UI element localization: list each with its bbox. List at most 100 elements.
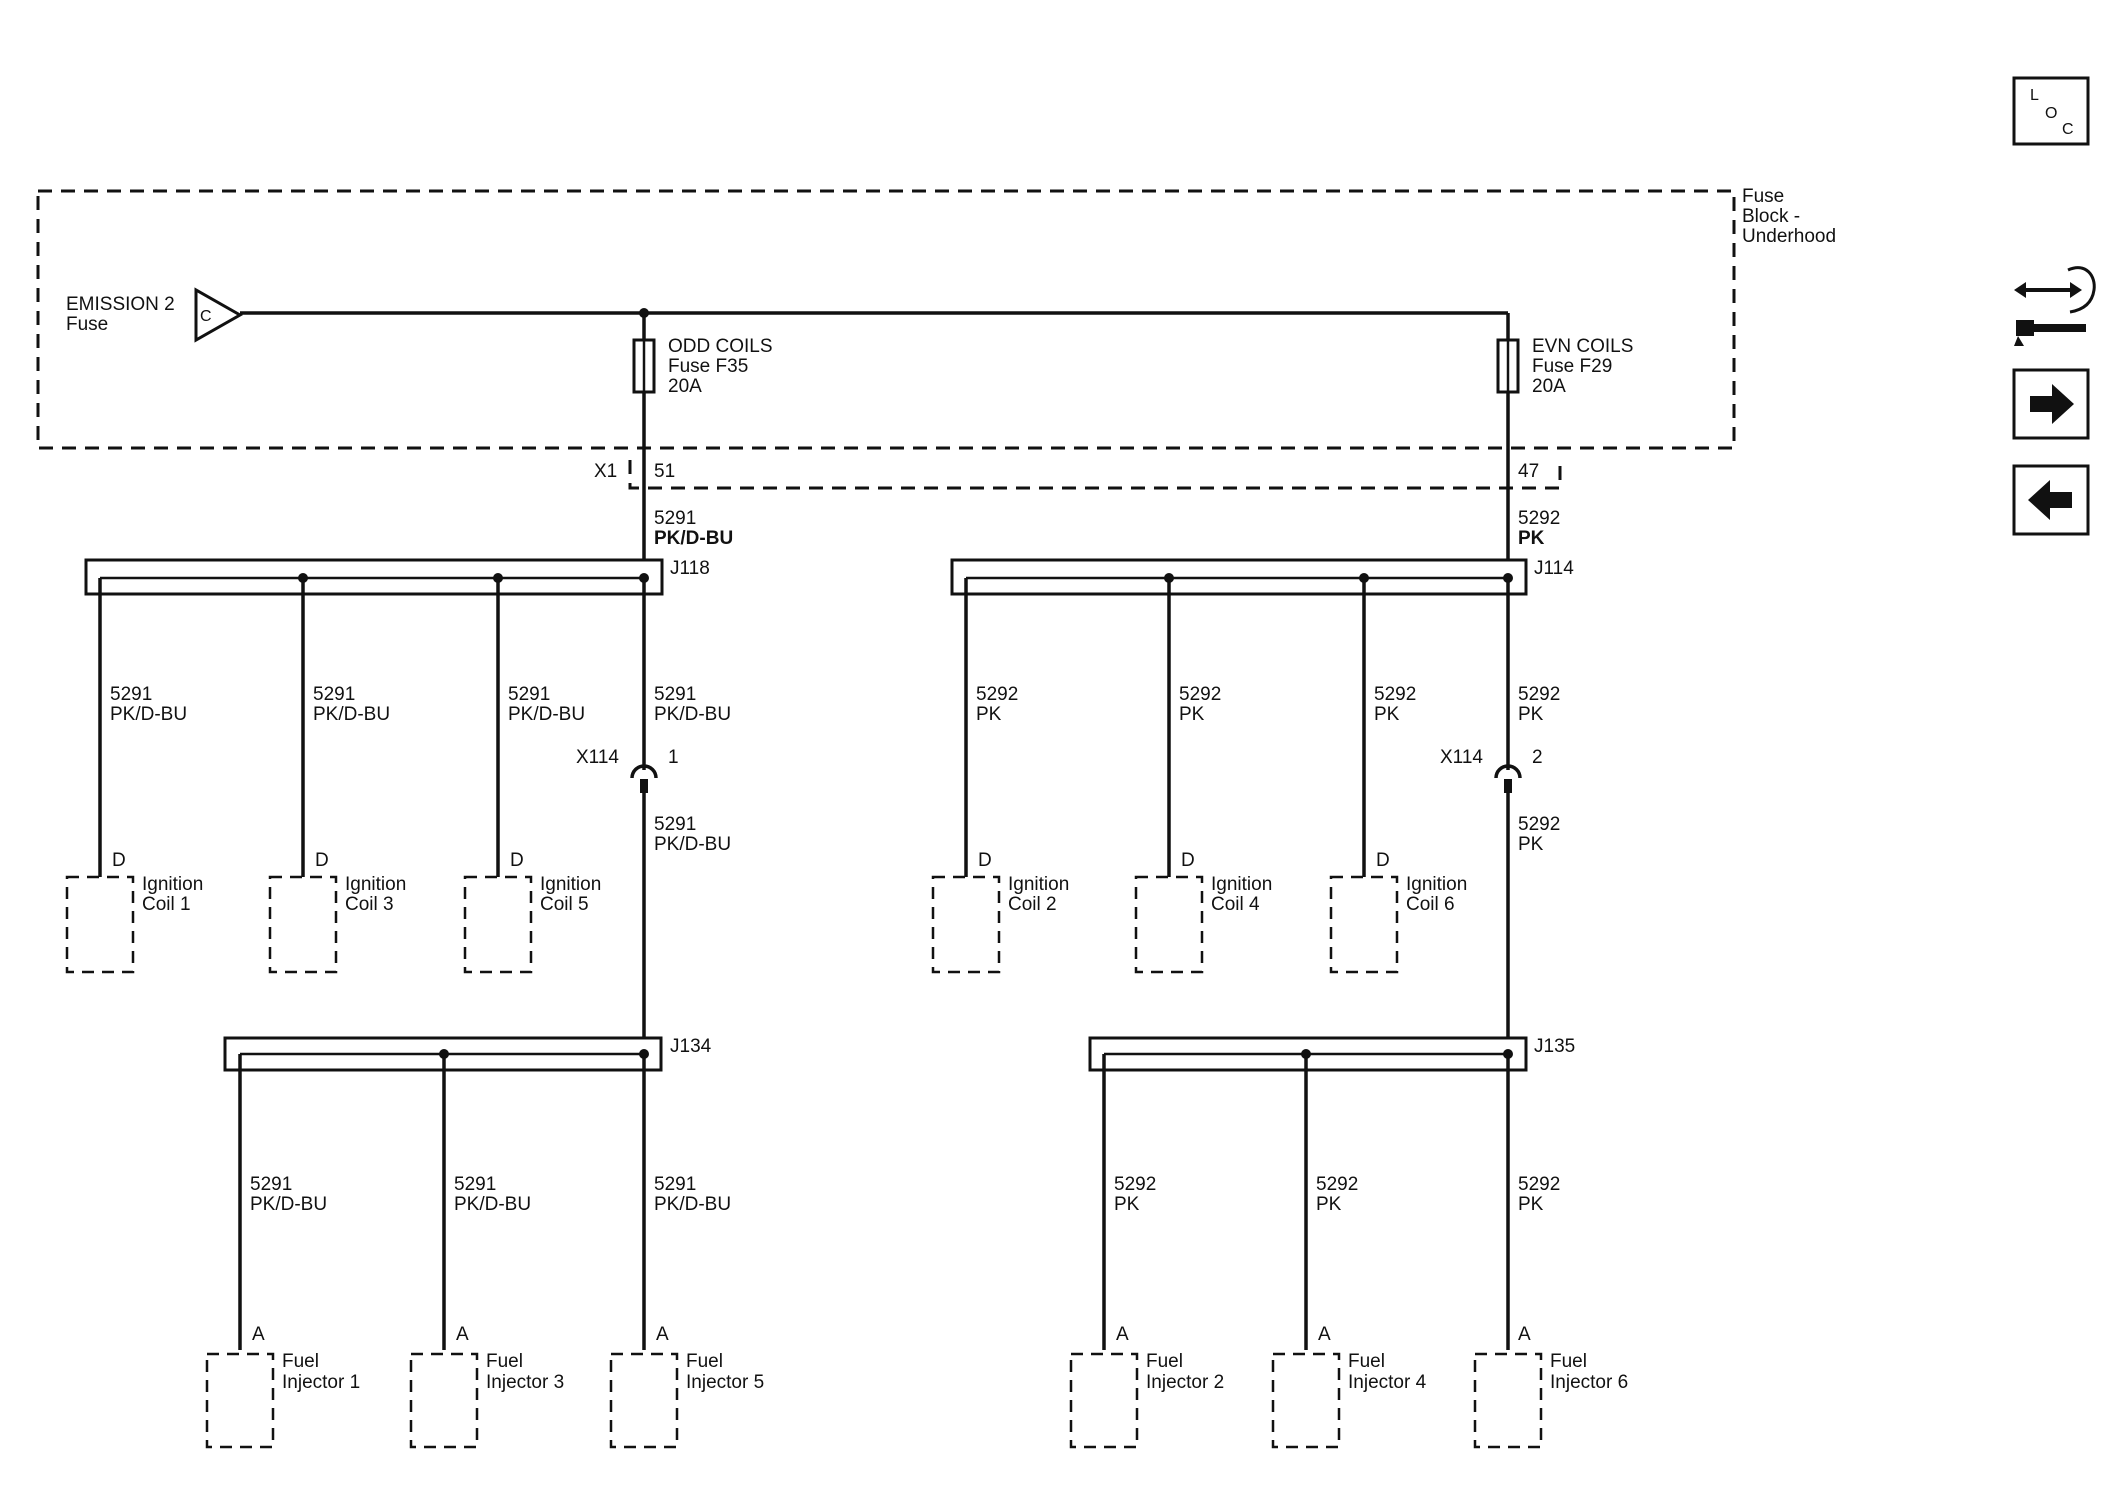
svg-text:5292: 5292 <box>1374 684 1416 705</box>
svg-text:Ignition: Ignition <box>345 874 406 895</box>
svg-text:L: L <box>2030 87 2039 104</box>
ignition-coil-1: D Ignition Coil 1 <box>65 850 203 974</box>
fuel-injector-2: A Fuel Injector 2 <box>1069 1324 1224 1449</box>
svg-text:Injector 6: Injector 6 <box>1550 1372 1628 1393</box>
svg-text:D: D <box>1376 850 1390 871</box>
x1-connector-outline <box>628 460 1562 490</box>
splice-j134-label: J134 <box>670 1036 712 1057</box>
emission-fuse-label: EMISSION 2 <box>66 294 175 315</box>
svg-text:A: A <box>1116 1324 1129 1345</box>
svg-text:5292: 5292 <box>1179 684 1221 705</box>
svg-text:Injector 3: Injector 3 <box>486 1372 564 1393</box>
fuel-injector-1: A Fuel Injector 1 <box>205 1324 360 1449</box>
svg-text:Coil 1: Coil 1 <box>142 894 191 915</box>
svg-text:5291: 5291 <box>508 684 550 705</box>
connector-repair-icon[interactable] <box>2014 266 2096 346</box>
svg-text:Fuel: Fuel <box>486 1351 523 1372</box>
svg-text:C: C <box>2062 121 2074 138</box>
svg-text:PK: PK <box>976 704 1002 725</box>
svg-text:D: D <box>978 850 992 871</box>
svg-text:5292: 5292 <box>1114 1174 1156 1195</box>
svg-text:Injector 2: Injector 2 <box>1146 1372 1224 1393</box>
svg-text:PK/D-BU: PK/D-BU <box>654 1194 731 1215</box>
fuel-injector-5: A Fuel Injector 5 <box>609 1324 764 1449</box>
forward-arrow-icon <box>2030 384 2074 424</box>
svg-text:Ignition: Ignition <box>1008 874 1069 895</box>
wire-label-circuit: 5291 <box>654 508 696 529</box>
svg-text:Fuel: Fuel <box>1146 1351 1183 1372</box>
svg-text:Ignition: Ignition <box>142 874 203 895</box>
evn-fuse-name: EVN COILS <box>1532 336 1633 357</box>
svg-text:PK/D-BU: PK/D-BU <box>508 704 585 725</box>
svg-text:5291: 5291 <box>654 814 696 835</box>
fuse-block-outline <box>36 189 1736 450</box>
svg-text:PK/D-BU: PK/D-BU <box>110 704 187 725</box>
svg-text:A: A <box>656 1324 669 1345</box>
svg-text:PK/D-BU: PK/D-BU <box>654 704 731 725</box>
svg-text:Fuel: Fuel <box>1550 1351 1587 1372</box>
x114-even-label: X114 <box>1440 747 1483 768</box>
svg-text:Coil 3: Coil 3 <box>345 894 394 915</box>
svg-text:PK: PK <box>1114 1194 1140 1215</box>
svg-text:PK: PK <box>1316 1194 1342 1215</box>
back-arrow-icon <box>2028 480 2072 520</box>
odd-fuse-id: Fuse F35 <box>668 356 748 377</box>
back-button[interactable] <box>2012 464 2090 536</box>
forward-button[interactable] <box>2012 368 2090 440</box>
fuse-block-label-2: Block - <box>1742 206 1800 227</box>
svg-text:Fuel: Fuel <box>1348 1351 1385 1372</box>
ignition-coil-5: D Ignition Coil 5 <box>463 850 601 974</box>
x114-even-connector-icon <box>1494 764 1522 779</box>
svg-text:Coil 5: Coil 5 <box>540 894 589 915</box>
loc-button[interactable]: L O C <box>2012 76 2090 146</box>
x114-odd-label: X114 <box>576 747 619 768</box>
svg-text:A: A <box>252 1324 265 1345</box>
svg-text:5291: 5291 <box>313 684 355 705</box>
svg-text:Injector 4: Injector 4 <box>1348 1372 1427 1393</box>
ignition-coil-4: D Ignition Coil 4 <box>1134 850 1272 974</box>
ignition-coil-2: D Ignition Coil 2 <box>931 850 1069 974</box>
svg-text:5292: 5292 <box>1518 508 1560 529</box>
x114-odd-pin: 1 <box>668 747 679 768</box>
svg-text:PK/D-BU: PK/D-BU <box>654 834 731 855</box>
odd-circuit: 5291 PK/D-BU J118 5291 PK/D-BU 5291 PK/D… <box>65 392 764 1449</box>
svg-text:Ignition: Ignition <box>1211 874 1272 895</box>
svg-text:D: D <box>112 850 126 871</box>
svg-text:O: O <box>2045 105 2057 122</box>
fuse-block-label-1: Fuse <box>1742 186 1784 207</box>
svg-text:Injector 5: Injector 5 <box>686 1372 764 1393</box>
x114-odd-connector-icon <box>630 764 658 779</box>
svg-text:5291: 5291 <box>250 1174 292 1195</box>
svg-text:5292: 5292 <box>976 684 1018 705</box>
svg-text:Ignition: Ignition <box>540 874 601 895</box>
svg-text:5292: 5292 <box>1518 684 1560 705</box>
svg-text:5292: 5292 <box>1518 1174 1560 1195</box>
svg-text:PK: PK <box>1518 834 1544 855</box>
svg-text:PK: PK <box>1518 704 1544 725</box>
fuel-injector-4: A Fuel Injector 4 <box>1271 1324 1427 1449</box>
svg-text:5292: 5292 <box>1518 814 1560 835</box>
even-circuit: 5292 PK J114 5292 PK 5292 PK 5292 PK 529… <box>931 392 1628 1449</box>
svg-text:D: D <box>315 850 329 871</box>
ignition-coil-6: D Ignition Coil 6 <box>1329 850 1467 974</box>
svg-text:Fuel: Fuel <box>282 1351 319 1372</box>
svg-text:PK/D-BU: PK/D-BU <box>313 704 390 725</box>
x1-connector-label: X1 <box>594 461 617 482</box>
svg-text:Fuel: Fuel <box>686 1351 723 1372</box>
svg-text:5291: 5291 <box>110 684 152 705</box>
splice-j135-label: J135 <box>1534 1036 1575 1057</box>
splice-j118-label: J118 <box>670 558 710 579</box>
emission-fuse-sub: Fuse <box>66 314 108 335</box>
svg-text:PK/D-BU: PK/D-BU <box>454 1194 531 1215</box>
emission-input-triangle-icon <box>194 287 244 343</box>
emission-pin-label: C <box>200 308 212 325</box>
odd-fuse-rating: 20A <box>668 376 702 397</box>
svg-text:PK: PK <box>1179 704 1205 725</box>
fuse-block-label-3: Underhood <box>1742 226 1836 247</box>
x1-odd-pin: 51 <box>654 461 675 482</box>
evn-fuse-id: Fuse F29 <box>1532 356 1612 377</box>
svg-text:Coil 2: Coil 2 <box>1008 894 1057 915</box>
ignition-coil-3: D Ignition Coil 3 <box>268 850 406 974</box>
wire-label-color: PK/D-BU <box>654 528 733 549</box>
